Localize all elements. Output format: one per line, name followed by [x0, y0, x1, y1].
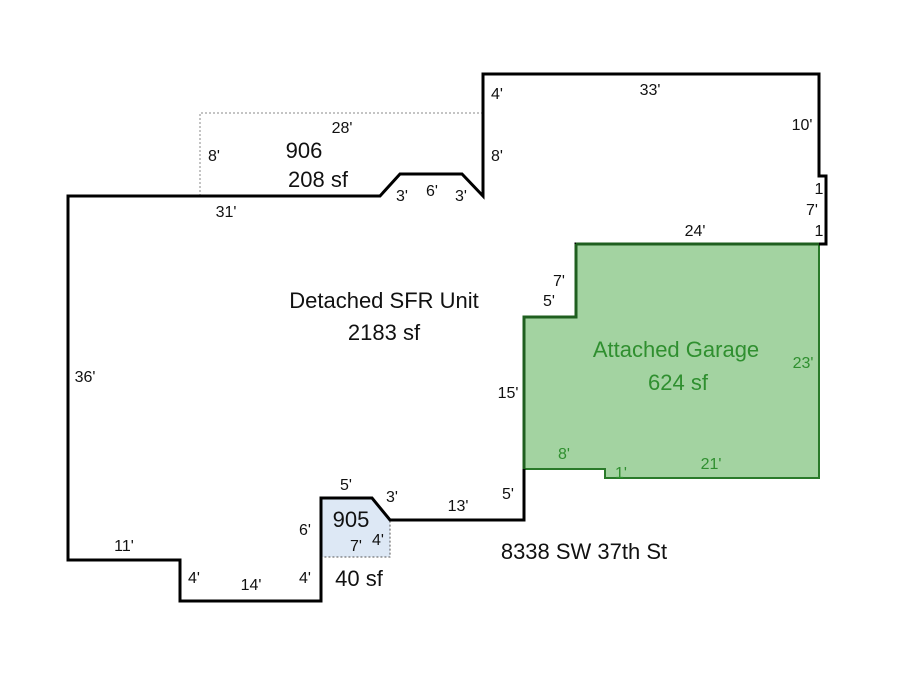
dim-label: 5' — [340, 477, 352, 494]
dim-label: 7' — [350, 538, 362, 555]
dim-label: 4' — [491, 86, 503, 103]
garage-dim-label: 1' — [615, 465, 627, 482]
dim-label: 10' — [792, 117, 813, 134]
dim-label: 5' — [502, 486, 514, 503]
dim-label: 31' — [216, 204, 237, 221]
garage-area-size: 624 sf — [648, 370, 709, 395]
dim-label: 6' — [299, 522, 311, 539]
dim-label: 33' — [640, 82, 661, 99]
garage-step-edge — [522, 244, 578, 469]
main-area-size: 2183 sf — [348, 320, 421, 345]
dim-label: 5' — [543, 293, 555, 310]
dim-label: 4' — [372, 532, 384, 549]
dim-label: 1 — [815, 223, 824, 240]
dim-label: 11' — [114, 538, 134, 555]
dim-label: 36' — [75, 369, 96, 386]
dim-label: 4' — [188, 570, 200, 587]
address-label: 8338 SW 37th St — [501, 539, 667, 564]
unit-905-area: 40 sf — [335, 566, 384, 591]
dim-label: 14' — [241, 577, 262, 594]
dim-label: 8' — [491, 148, 503, 165]
garage-dim-label: 23' — [793, 355, 814, 372]
unit-906-name: 906 — [286, 138, 323, 163]
dim-label: 7' — [806, 202, 818, 219]
dim-label: 24' — [685, 223, 706, 240]
dim-label: 28' — [332, 120, 353, 137]
dim-label: 8' — [208, 148, 220, 165]
dim-label: 1 — [815, 181, 824, 198]
unit-905-area — [320, 497, 391, 558]
dim-label: 6' — [426, 183, 438, 200]
dim-label: 7' — [553, 273, 565, 290]
garage-dim-label: 21' — [701, 456, 722, 473]
garage-dim-label: 8' — [558, 446, 570, 463]
main-area-name: Detached SFR Unit — [289, 288, 479, 313]
dim-label: 3' — [386, 489, 398, 506]
dim-label: 15' — [498, 385, 519, 402]
unit-906-area: 208 sf — [288, 167, 349, 192]
dim-label: 3' — [396, 188, 408, 205]
garage-area-name: Attached Garage — [593, 337, 759, 362]
dim-label: 3' — [455, 188, 467, 205]
dim-label: 13' — [448, 498, 469, 515]
dim-label: 4' — [299, 570, 311, 587]
unit-905-name: 905 — [333, 507, 370, 532]
